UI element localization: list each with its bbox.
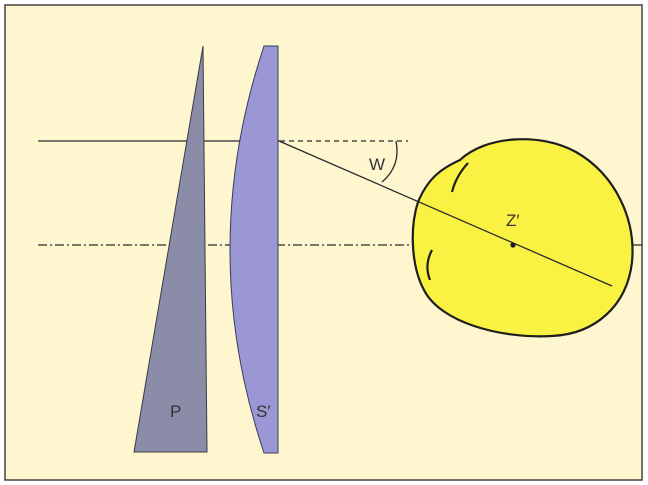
lens-label: S′	[256, 402, 271, 421]
deviated-ray-line	[278, 140, 613, 287]
cornea-mark-lower	[426, 249, 433, 281]
prism-label: P	[170, 402, 181, 421]
eyeball-shape	[411, 138, 634, 338]
eye-center-point	[510, 242, 516, 248]
prism-shape	[133, 45, 208, 453]
cornea-mark-upper	[450, 162, 469, 193]
angle-label: W	[369, 155, 385, 174]
eye-center-label: Z′	[506, 211, 520, 230]
angle-arc	[381, 140, 398, 183]
lens-shape	[229, 45, 279, 454]
